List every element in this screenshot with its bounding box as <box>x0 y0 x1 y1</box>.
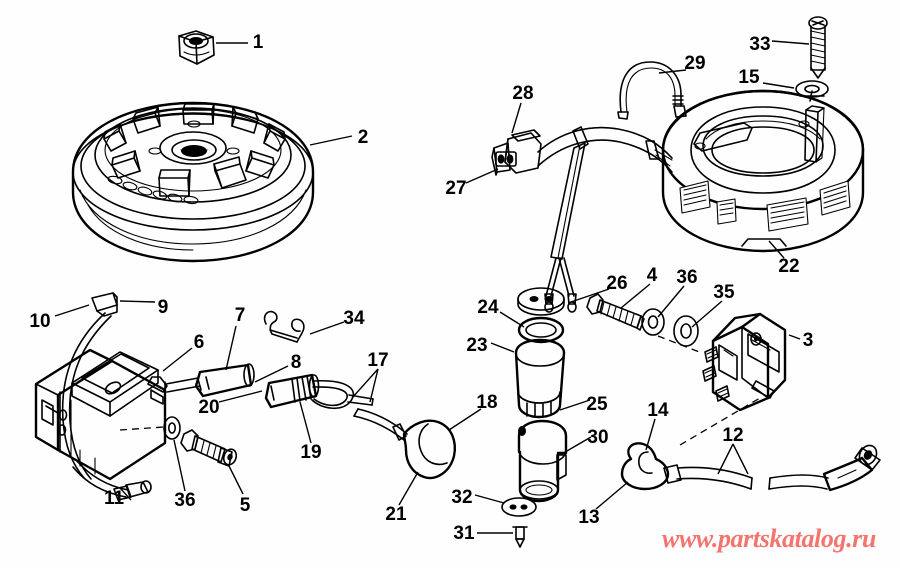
callout-36b: 36 <box>174 490 195 511</box>
callout-25: 25 <box>586 394 608 415</box>
callout-29: 29 <box>684 53 705 74</box>
callout-22: 22 <box>778 256 799 277</box>
part-small-screw-31 <box>512 526 528 548</box>
callout-13: 13 <box>578 507 599 528</box>
part-connector-body-8 <box>264 373 320 409</box>
callout-30: 30 <box>587 427 608 448</box>
callout-1: 1 <box>253 32 264 53</box>
callout-20: 20 <box>198 397 219 418</box>
part-lock-washer-36b <box>163 416 181 440</box>
callout-4: 4 <box>647 265 658 286</box>
part-ignition-coil <box>702 312 787 412</box>
part-flat-washer-35 <box>673 315 699 347</box>
part-grommet-26 <box>517 287 565 316</box>
callout-18: 18 <box>476 392 497 413</box>
leader-lines <box>54 40 810 534</box>
part-connector-sleeve-7 <box>164 363 255 398</box>
part-lead-wire-10 <box>61 312 112 480</box>
callout-35: 35 <box>713 282 735 303</box>
part-seal-washer-32 <box>501 497 537 517</box>
callout-21: 21 <box>385 504 407 525</box>
part-o-ring-24 <box>517 316 565 344</box>
part-terminal-cap-9 <box>91 292 118 317</box>
callout-28: 28 <box>512 83 533 104</box>
callout-2: 2 <box>358 127 369 148</box>
callout-24: 24 <box>477 297 499 318</box>
callout-12: 12 <box>722 425 743 446</box>
callout-7: 7 <box>235 305 246 326</box>
part-wire-loop-17 <box>311 379 408 441</box>
callout-5: 5 <box>240 495 251 516</box>
part-primer-bulb-21 <box>402 419 456 480</box>
part-flywheel-nut <box>178 30 215 65</box>
callout-6: 6 <box>194 332 205 353</box>
callout-27: 27 <box>445 178 466 199</box>
callout-9: 9 <box>158 297 169 318</box>
callout-31: 31 <box>453 523 475 544</box>
callout-19: 19 <box>300 442 321 463</box>
callout-11: 11 <box>104 488 125 509</box>
part-cable-tie <box>617 61 687 120</box>
callout-17: 17 <box>367 350 388 371</box>
callout-8: 8 <box>291 352 302 373</box>
callout-labels: 1 2 3 4 5 6 7 8 9 10 11 12 13 14 15 17 1… <box>29 32 813 544</box>
callout-14: 14 <box>647 400 669 421</box>
callout-32: 32 <box>451 487 472 508</box>
callout-10: 10 <box>29 311 50 332</box>
callout-36: 36 <box>676 267 697 288</box>
part-ground-lead-11 <box>72 459 152 501</box>
watermark-partskatalog: www.partskatalog.ru <box>662 524 876 553</box>
part-wiring-harness <box>491 126 673 313</box>
part-sensor-coil-23 <box>514 338 566 419</box>
callout-26: 26 <box>606 273 627 294</box>
part-retaining-clip-34 <box>263 310 305 343</box>
callout-3: 3 <box>803 330 814 351</box>
callout-34: 34 <box>343 308 365 329</box>
part-screw-tapping <box>808 16 828 79</box>
part-spark-plug-lead <box>620 442 881 492</box>
callout-23: 23 <box>466 335 487 356</box>
callout-33: 33 <box>749 34 770 55</box>
part-lock-washer-36 <box>641 308 665 336</box>
callout-15: 15 <box>738 67 760 88</box>
part-screw-4 <box>586 293 645 331</box>
part-stator-assembly <box>661 89 865 253</box>
part-bushing-30 <box>517 419 568 503</box>
part-flywheel <box>71 101 315 263</box>
